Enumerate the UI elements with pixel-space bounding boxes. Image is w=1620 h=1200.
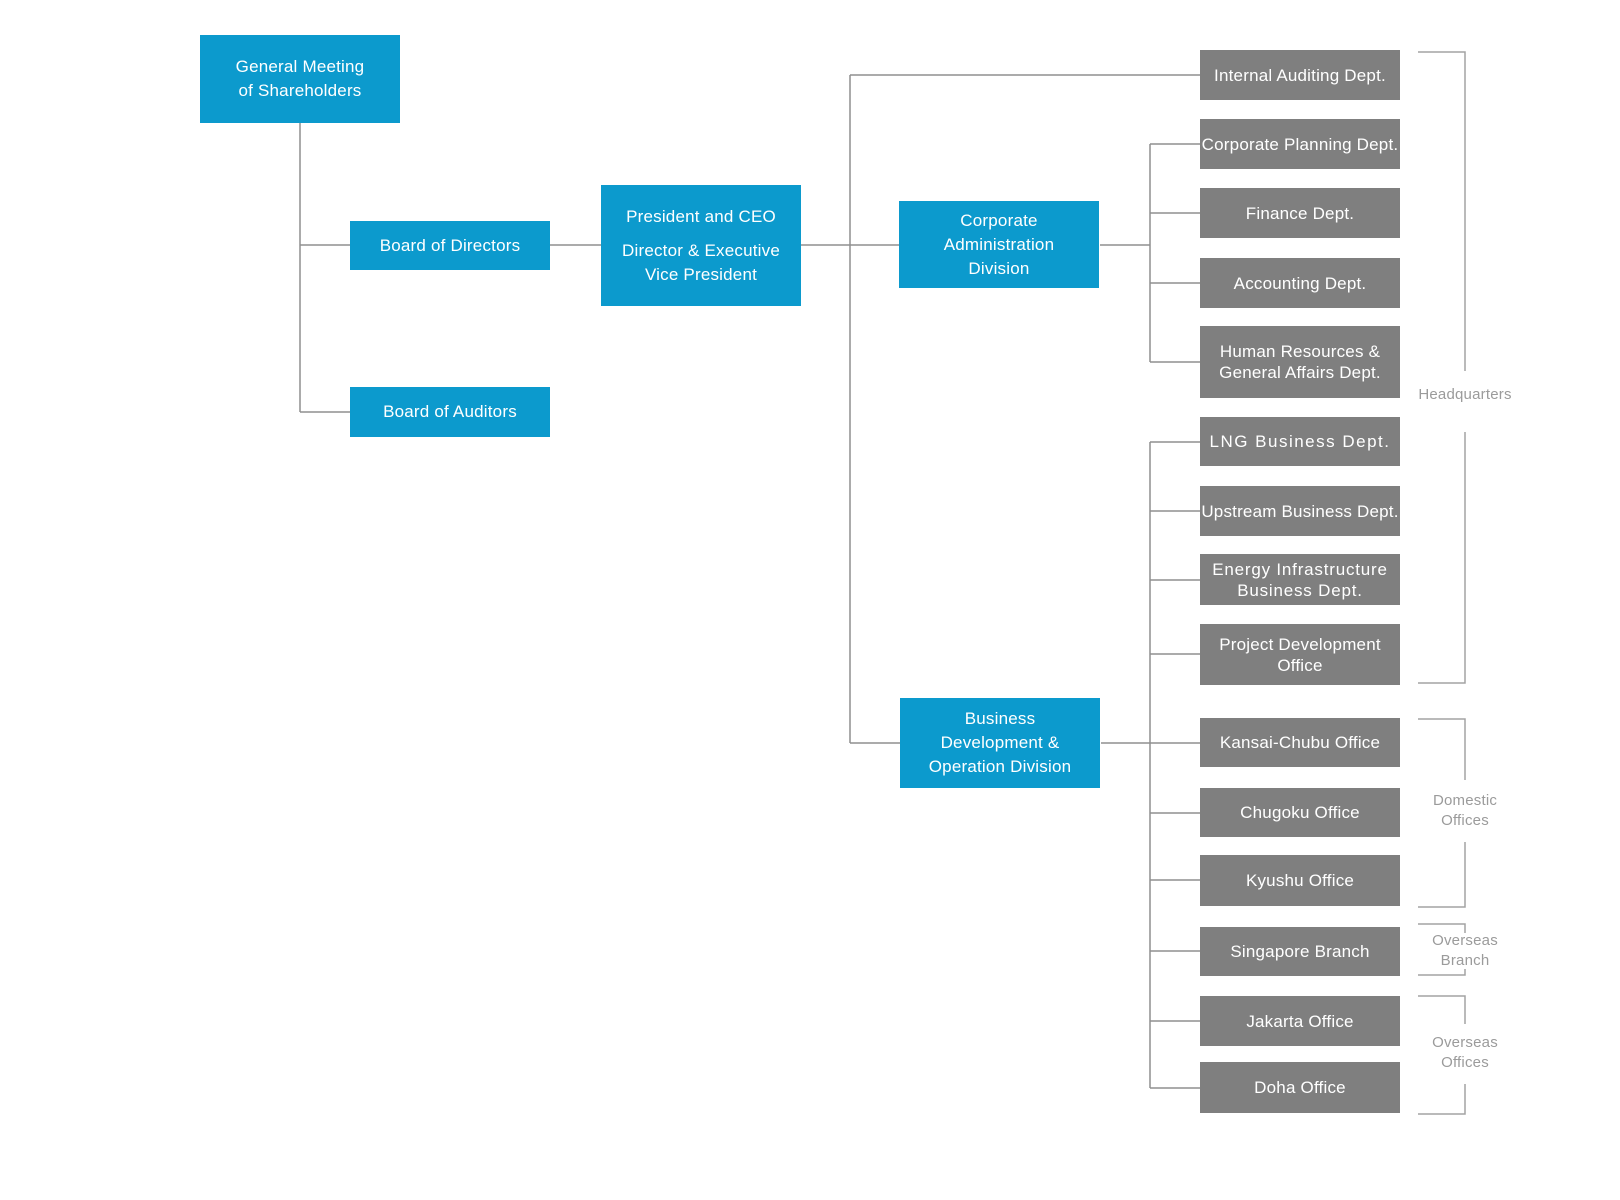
node-board-of-auditors: Board of Auditors — [350, 387, 550, 437]
connector-business-dev-depts — [1101, 441, 1200, 1089]
office-chugoku: Chugoku Office — [1200, 788, 1400, 837]
node-general-meeting-of-shareholders: General Meeting of Shareholders — [200, 35, 400, 123]
dept-finance: Finance Dept. — [1200, 188, 1400, 238]
office-kansai-chubu: Kansai-Chubu Office — [1200, 718, 1400, 767]
dept-human-resources-general-affairs: Human Resources & General Affairs Dept. — [1200, 326, 1400, 398]
bracket-headquarters — [1418, 51, 1466, 684]
dept-energy-infrastructure-business: Energy Infrastructure Business Dept. — [1200, 554, 1400, 605]
bracket-label-domestic-offices: Domestic Offices — [1432, 792, 1498, 829]
president-title: President and CEO — [626, 206, 776, 226]
bracket-overseas-offices — [1418, 995, 1466, 1115]
connector-president-trunk — [801, 74, 1200, 744]
bracket-label-overseas-branch: Overseas Branch — [1432, 932, 1498, 969]
office-kyushu: Kyushu Office — [1200, 855, 1400, 906]
dept-project-development-office: Project Development Office — [1200, 624, 1400, 685]
bracket-domestic-offices — [1418, 718, 1466, 908]
node-business-development-operation-division: Business Development & Operation Divisio… — [900, 698, 1100, 788]
dept-lng-business: LNG Business Dept. — [1200, 417, 1400, 466]
president-subtitle: Director & Executive Vice President — [622, 240, 780, 284]
office-jakarta: Jakarta Office — [1200, 996, 1400, 1046]
branch-singapore: Singapore Branch — [1200, 927, 1400, 976]
bracket-label-headquarters: Headquarters — [1418, 386, 1512, 403]
dept-accounting: Accounting Dept. — [1200, 258, 1400, 308]
connector-corporate-admin-depts — [1100, 143, 1200, 363]
connector-shareholders-boards — [299, 123, 350, 413]
dept-corporate-planning: Corporate Planning Dept. — [1200, 119, 1400, 169]
bracket-label-overseas-offices: Overseas Offices — [1432, 1034, 1498, 1071]
node-president-and-ceo: President and CEO Director & Executive V… — [601, 185, 801, 306]
dept-internal-auditing: Internal Auditing Dept. — [1200, 50, 1400, 100]
dept-upstream-business: Upstream Business Dept. — [1200, 486, 1400, 536]
bracket-overseas-branch — [1418, 923, 1466, 976]
office-doha: Doha Office — [1200, 1062, 1400, 1113]
node-board-of-directors: Board of Directors — [350, 221, 550, 270]
node-corporate-administration-division: Corporate Administration Division — [899, 201, 1099, 288]
